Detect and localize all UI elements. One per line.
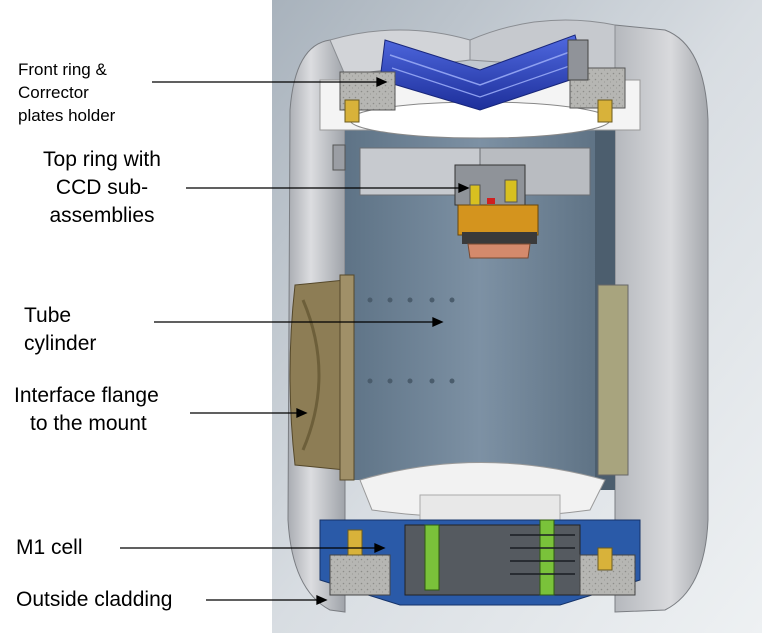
- label-flange-line2: to the mount: [30, 412, 147, 435]
- leader-lines: [120, 76, 470, 606]
- label-top-ring-line1: Top ring with: [43, 148, 161, 171]
- label-interface-flange: Interface flange to the mount: [14, 382, 159, 438]
- tube-holes: [367, 297, 455, 384]
- label-m1-cell: M1 cell: [16, 536, 83, 559]
- label-outside-cladding: Outside cladding: [16, 588, 173, 611]
- label-tube-cylinder: Tube cylinder: [24, 302, 96, 358]
- label-front-ring-line2: Corrector: [18, 83, 89, 102]
- ccd-assembly: [457, 204, 539, 236]
- label-flange-line1: Interface flange: [14, 384, 159, 407]
- label-front-ring-line1: Front ring &: [18, 60, 107, 79]
- right-flange: [597, 284, 629, 476]
- label-tube-line1: Tube: [24, 304, 72, 327]
- label-top-ring-line3: assemblies: [49, 204, 155, 227]
- ccd-lens: [467, 243, 531, 259]
- label-front-ring-line3: plates holder: [18, 106, 116, 125]
- label-front-ring: Front ring & Corrector plates holder: [18, 58, 115, 127]
- label-top-ring: Top ring with CCD sub- assemblies: [14, 146, 190, 230]
- right-cladding: [614, 24, 709, 613]
- label-top-ring-line2: CCD sub-: [55, 176, 149, 199]
- label-tube-line2: cylinder: [24, 332, 97, 355]
